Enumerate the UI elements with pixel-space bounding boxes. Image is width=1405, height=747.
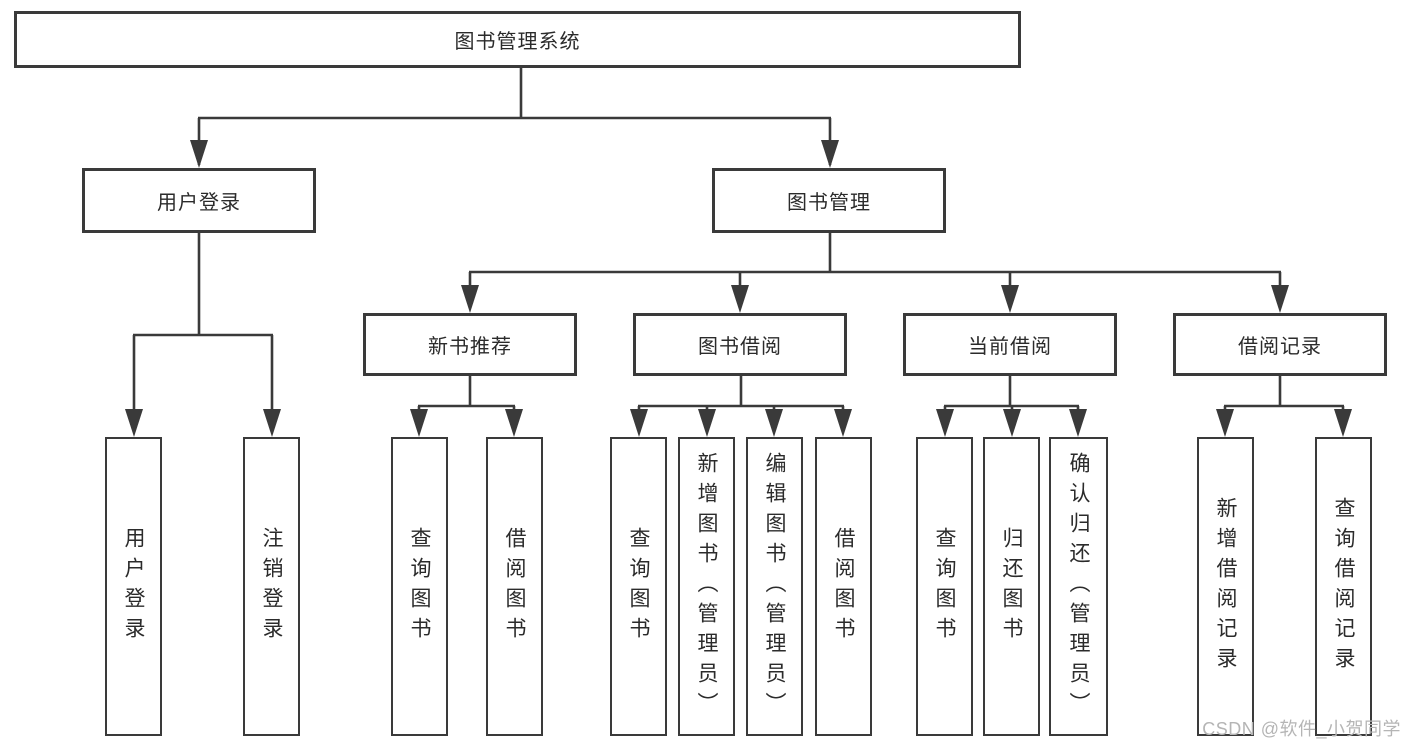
- node-user-login-op: 用户登录: [105, 437, 162, 736]
- node-label: 查询图书: [933, 526, 956, 647]
- node-label: 归还图书: [1000, 526, 1023, 647]
- node-add-borrow-record: 新增借阅记录: [1197, 437, 1254, 736]
- connector-borrow-records-split: [1216, 375, 1352, 437]
- node-label: 图书管理系统: [454, 31, 581, 53]
- node-logout-op: 注销登录: [243, 437, 300, 736]
- node-add-book-admin: 新增图书（管理员）: [678, 437, 735, 736]
- node-confirm-return-admin: 确认归还（管理员）: [1049, 437, 1108, 736]
- connector-root-split: [190, 66, 839, 168]
- node-label: 查询图书: [627, 526, 650, 647]
- node-label: 查询借阅记录: [1332, 496, 1355, 677]
- node-current-borrow: 当前借阅: [903, 313, 1117, 376]
- node-book-borrow: 图书借阅: [633, 313, 847, 376]
- node-label: 图书借阅: [698, 336, 782, 358]
- connector-book-management-split: [461, 232, 1289, 313]
- csdn-watermark: CSDN @软件_小贺同学: [1202, 719, 1401, 739]
- node-label: 新增借阅记录: [1214, 496, 1237, 677]
- connector-new-book-split: [410, 375, 523, 437]
- node-label: 借阅图书: [503, 526, 526, 647]
- node-library-management-system: 图书管理系统: [14, 11, 1021, 68]
- node-label: 当前借阅: [968, 336, 1052, 358]
- node-label: 借阅图书: [832, 526, 855, 647]
- node-label: 编辑图书（管理员）: [763, 451, 786, 722]
- node-book-management: 图书管理: [712, 168, 946, 233]
- node-label: 新书推荐: [428, 336, 512, 358]
- node-new-book-recommend: 新书推荐: [363, 313, 577, 376]
- node-query-borrow-record: 查询借阅记录: [1315, 437, 1372, 736]
- node-label: 用户登录: [122, 526, 145, 647]
- node-borrow-records: 借阅记录: [1173, 313, 1387, 376]
- node-query-books-borrow: 查询图书: [610, 437, 667, 736]
- node-label: 注销登录: [260, 526, 283, 647]
- node-borrow-books-op: 借阅图书: [815, 437, 872, 736]
- node-user-login: 用户登录: [82, 168, 316, 233]
- connector-user-login-split: [125, 232, 281, 437]
- node-label: 查询图书: [408, 526, 431, 647]
- node-label: 图书管理: [787, 192, 871, 214]
- node-borrow-books-recommend: 借阅图书: [486, 437, 543, 736]
- connector-book-borrow-split: [630, 375, 852, 437]
- connector-current-borrow-split: [936, 375, 1087, 437]
- node-query-books-recommend: 查询图书: [391, 437, 448, 736]
- node-return-books: 归还图书: [983, 437, 1040, 736]
- node-label: 借阅记录: [1238, 336, 1322, 358]
- node-edit-book-admin: 编辑图书（管理员）: [746, 437, 803, 736]
- node-label: 新增图书（管理员）: [695, 451, 718, 722]
- node-label: 用户登录: [157, 192, 241, 214]
- node-query-books-current: 查询图书: [916, 437, 973, 736]
- node-label: 确认归还（管理员）: [1067, 451, 1090, 722]
